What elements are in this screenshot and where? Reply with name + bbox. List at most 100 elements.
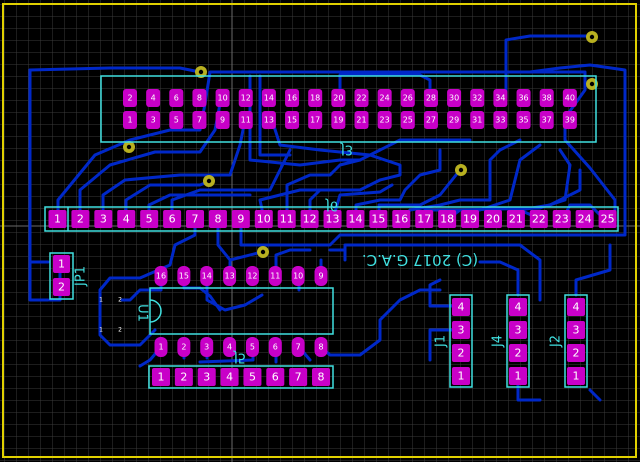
j3-pin-25[interactable]: 25 (400, 111, 415, 129)
j3-pin-27[interactable]: 27 (423, 111, 438, 129)
j3-pin-26[interactable]: 26 (400, 89, 415, 107)
j3-pin-38[interactable]: 38 (539, 89, 554, 107)
j6-pin-14[interactable]: 14 (346, 210, 365, 228)
u1-pin-16[interactable]: 16 (154, 266, 168, 286)
j4-pin-3[interactable]: 3 (509, 321, 527, 339)
j3-pin-32[interactable]: 32 (470, 89, 485, 107)
j1-pin-3[interactable]: 3 (452, 321, 470, 339)
j6-pin-13[interactable]: 13 (323, 210, 342, 228)
u1-pin-4[interactable]: 4 (223, 337, 237, 357)
j3-pin-4[interactable]: 4 (146, 89, 161, 107)
j6-pin-10[interactable]: 10 (254, 210, 273, 228)
u1-pin-14[interactable]: 14 (200, 266, 214, 286)
j2-pin-2[interactable]: 2 (567, 344, 585, 362)
j5-pin-6[interactable]: 6 (266, 368, 285, 386)
j3-pin-7[interactable]: 7 (192, 111, 207, 129)
u1-pin-15[interactable]: 15 (177, 266, 191, 286)
j3-pin-22[interactable]: 22 (354, 89, 369, 107)
j6-pin-9[interactable]: 9 (231, 210, 250, 228)
jp1-pin-2[interactable]: 2 (53, 278, 70, 296)
j1-pin-1[interactable]: 1 (452, 367, 470, 385)
j1-pin-4[interactable]: 4 (452, 298, 470, 316)
j3-pin-28[interactable]: 28 (423, 89, 438, 107)
j3-pin-24[interactable]: 24 (377, 89, 392, 107)
j3-pin-9[interactable]: 9 (215, 111, 230, 129)
j3-pin-13[interactable]: 13 (261, 111, 276, 129)
j2-pin-1[interactable]: 1 (567, 367, 585, 385)
j3-pin-11[interactable]: 11 (238, 111, 253, 129)
j3-pin-17[interactable]: 17 (308, 111, 323, 129)
j5-pin-8[interactable]: 8 (312, 368, 331, 386)
j6-pin-4[interactable]: 4 (117, 210, 136, 228)
j3-pin-19[interactable]: 19 (331, 111, 346, 129)
u1-pin-11[interactable]: 11 (268, 266, 282, 286)
j3-pin-40[interactable]: 40 (562, 89, 577, 107)
j6-pin-5[interactable]: 5 (140, 210, 159, 228)
j6-pin-20[interactable]: 20 (483, 210, 502, 228)
u1-pin-10[interactable]: 10 (291, 266, 305, 286)
j3-pin-16[interactable]: 16 (285, 89, 300, 107)
j3-pin-18[interactable]: 18 (308, 89, 323, 107)
j3-pin-30[interactable]: 30 (447, 89, 462, 107)
j3-pin-35[interactable]: 35 (516, 111, 531, 129)
j3-pin-6[interactable]: 6 (169, 89, 184, 107)
j2-pin-3[interactable]: 3 (567, 321, 585, 339)
j3-pin-8[interactable]: 8 (192, 89, 207, 107)
j6-pin-6[interactable]: 6 (163, 210, 182, 228)
u1-pin-7[interactable]: 7 (291, 337, 305, 357)
j5-pin-7[interactable]: 7 (289, 368, 308, 386)
j6-pin-16[interactable]: 16 (392, 210, 411, 228)
j3-pin-12[interactable]: 12 (238, 89, 253, 107)
j6-pin-17[interactable]: 17 (415, 210, 434, 228)
j3-pin-3[interactable]: 3 (146, 111, 161, 129)
j3-pin-23[interactable]: 23 (377, 111, 392, 129)
j6-pin-1[interactable]: 1 (48, 210, 67, 228)
j6-pin-23[interactable]: 23 (552, 210, 571, 228)
j3-pin-34[interactable]: 34 (493, 89, 508, 107)
u1-pin-1[interactable]: 1 (154, 337, 168, 357)
j3-pin-31[interactable]: 31 (470, 111, 485, 129)
j3-pin-37[interactable]: 37 (539, 111, 554, 129)
j3-pin-21[interactable]: 21 (354, 111, 369, 129)
j6-pin-21[interactable]: 21 (506, 210, 525, 228)
j5-pin-2[interactable]: 2 (174, 368, 193, 386)
u1-pin-6[interactable]: 6 (268, 337, 282, 357)
j3-pin-20[interactable]: 20 (331, 89, 346, 107)
j6-pin-11[interactable]: 11 (277, 210, 296, 228)
j6-pin-25[interactable]: 25 (598, 210, 617, 228)
j3-pin-1[interactable]: 1 (123, 111, 137, 129)
u1-pin-2[interactable]: 2 (177, 337, 191, 357)
j6-pin-18[interactable]: 18 (438, 210, 457, 228)
j3-pin-39[interactable]: 39 (562, 111, 577, 129)
j4-pin-1[interactable]: 1 (509, 367, 527, 385)
j3-pin-10[interactable]: 10 (215, 89, 230, 107)
j6-pin-12[interactable]: 12 (300, 210, 319, 228)
j3-pin-14[interactable]: 14 (261, 89, 276, 107)
j5-pin-5[interactable]: 5 (243, 368, 262, 386)
j5-pin-3[interactable]: 3 (197, 368, 216, 386)
j6-pin-8[interactable]: 8 (208, 210, 227, 228)
j6-pin-2[interactable]: 2 (71, 210, 90, 228)
j3-pin-5[interactable]: 5 (169, 111, 184, 129)
j3-pin-2[interactable]: 2 (123, 89, 137, 107)
j3-pin-15[interactable]: 15 (285, 111, 300, 129)
u1-pin-5[interactable]: 5 (245, 337, 259, 357)
j3-pin-33[interactable]: 33 (493, 111, 508, 129)
u1-pin-9[interactable]: 9 (314, 266, 328, 286)
j4-pin-2[interactable]: 2 (509, 344, 527, 362)
u1-pin-13[interactable]: 13 (223, 266, 237, 286)
j6-pin-3[interactable]: 3 (94, 210, 113, 228)
j4-pin-4[interactable]: 4 (509, 298, 527, 316)
j3-pin-36[interactable]: 36 (516, 89, 531, 107)
u1-pin-12[interactable]: 12 (245, 266, 259, 286)
j6-pin-15[interactable]: 15 (369, 210, 388, 228)
u1-pin-8[interactable]: 8 (314, 337, 328, 357)
